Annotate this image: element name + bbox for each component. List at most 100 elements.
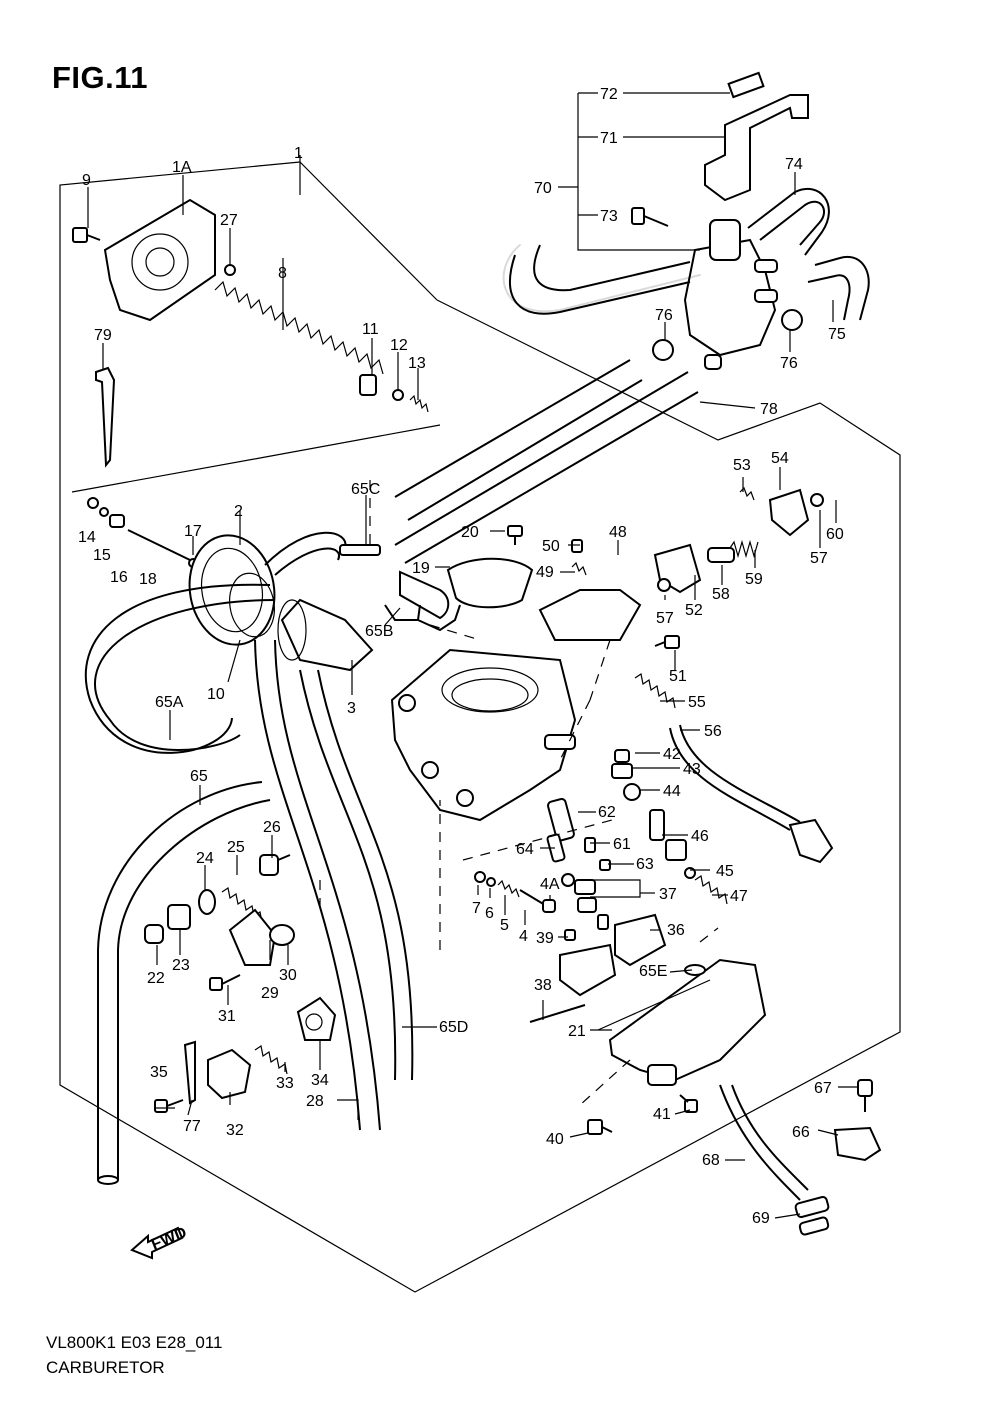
part-label: 78	[760, 401, 778, 418]
diagram-caption: CARBURETOR	[46, 1358, 165, 1377]
part-label: 48	[609, 524, 627, 541]
part-label: 41	[653, 1106, 671, 1123]
part-label: 31	[218, 1008, 236, 1025]
jet-parts	[546, 797, 611, 871]
part-label: 68	[702, 1152, 720, 1169]
part-label: 10	[207, 686, 225, 703]
part-label: 1	[294, 145, 303, 162]
clamp-part	[652, 309, 803, 361]
part-label: 19	[412, 560, 430, 577]
part-label: 79	[94, 327, 112, 344]
throttle-cable-part	[634, 673, 834, 864]
part-label: 61	[613, 836, 631, 853]
fwd-label: FWD	[149, 1224, 189, 1253]
leader-lines	[87, 92, 858, 1219]
part-label: 71	[600, 130, 618, 147]
part-label: 46	[691, 828, 709, 845]
needle-part	[359, 374, 429, 413]
starter-plunger-parts	[154, 908, 337, 1113]
part-label: 66	[792, 1124, 810, 1141]
hose-65b	[384, 570, 461, 632]
figure-title: FIG.11	[52, 60, 149, 95]
part-label: 5	[500, 917, 509, 934]
part-label: 59	[745, 571, 763, 588]
part-label: 56	[704, 723, 722, 740]
part-label: 35	[150, 1064, 168, 1081]
part-label: 17	[184, 523, 202, 540]
part-label: 50	[542, 538, 560, 555]
part-label: 65E	[639, 963, 667, 980]
float-parts	[529, 879, 667, 1023]
part-label: 13	[408, 355, 426, 372]
part-label: 44	[663, 783, 681, 800]
part-label: 1A	[172, 159, 192, 176]
hose-75	[807, 255, 870, 321]
part-label: 4A	[540, 876, 560, 893]
carburetor-body-part	[390, 648, 577, 822]
part-label: 73	[600, 208, 618, 225]
part-label: 18	[139, 571, 157, 588]
part-label: 57	[656, 610, 674, 627]
intake-boot-part	[188, 534, 276, 646]
part-label: 29	[261, 985, 279, 1002]
throttle-linkage-part	[538, 486, 824, 649]
part-label: 47	[730, 888, 748, 905]
part-label: 14	[78, 529, 96, 546]
part-label: 16	[110, 569, 128, 586]
part-label: 70	[534, 180, 552, 197]
part-label: 28	[306, 1093, 324, 1110]
part-label: 21	[568, 1023, 586, 1040]
float-needle-parts	[611, 749, 728, 905]
part-label: 58	[712, 586, 730, 603]
screws-40-41	[587, 1094, 698, 1135]
float-bowl-part	[597, 958, 767, 1086]
part-label: 65B	[365, 623, 393, 640]
part-label: 15	[93, 547, 111, 564]
part-label: 36	[667, 922, 685, 939]
part-label: 77	[183, 1118, 201, 1135]
part-label: 25	[227, 839, 245, 856]
part-label: 57	[810, 550, 828, 567]
part-label: 39	[536, 930, 554, 947]
o-ring-part	[224, 264, 236, 276]
diagram-code: VL800K1 E03 E28_011	[46, 1333, 223, 1352]
choke-parts	[144, 854, 291, 944]
hose-65c	[264, 531, 381, 576]
part-label: 34	[311, 1072, 329, 1089]
part-label: 4	[519, 928, 528, 945]
hose-74	[502, 187, 830, 315]
part-label: 49	[536, 564, 554, 581]
part-label: 69	[752, 1210, 770, 1227]
part-label: 55	[688, 694, 706, 711]
hose-65	[97, 781, 271, 1185]
part-label: 30	[279, 967, 297, 984]
forward-arrow-icon: FWD	[130, 1224, 189, 1260]
part-label: 65A	[155, 694, 184, 711]
part-label: 74	[785, 156, 803, 173]
part-label: 37	[659, 886, 677, 903]
clamp-66-part	[833, 1079, 882, 1162]
bracket-part	[704, 71, 809, 202]
part-label: 6	[485, 905, 494, 922]
funnel-part	[277, 598, 374, 672]
part-labels: 1 1A 2 3 4 4A 5 6 7 8 9 10 11 12 13 14 1…	[78, 86, 846, 1227]
part-label: 45	[716, 863, 734, 880]
assembly-boundary	[59, 161, 901, 1293]
part-label: 20	[461, 524, 479, 541]
part-label: 12	[390, 337, 408, 354]
part-label: 27	[220, 212, 238, 229]
part-label: 60	[826, 526, 844, 543]
part-label: 11	[362, 321, 379, 338]
part-label: 22	[147, 970, 165, 987]
pilot-screw-parts	[474, 871, 575, 913]
part-label: 76	[655, 307, 673, 324]
part-label: 52	[685, 602, 703, 619]
subassembly-boundary	[71, 424, 441, 493]
part-label: 3	[347, 700, 356, 717]
part-label: 38	[534, 977, 552, 994]
part-label: 64	[516, 841, 534, 858]
part-label: 65D	[439, 1019, 468, 1036]
screw-part	[72, 227, 101, 243]
part-label: 54	[771, 450, 789, 467]
